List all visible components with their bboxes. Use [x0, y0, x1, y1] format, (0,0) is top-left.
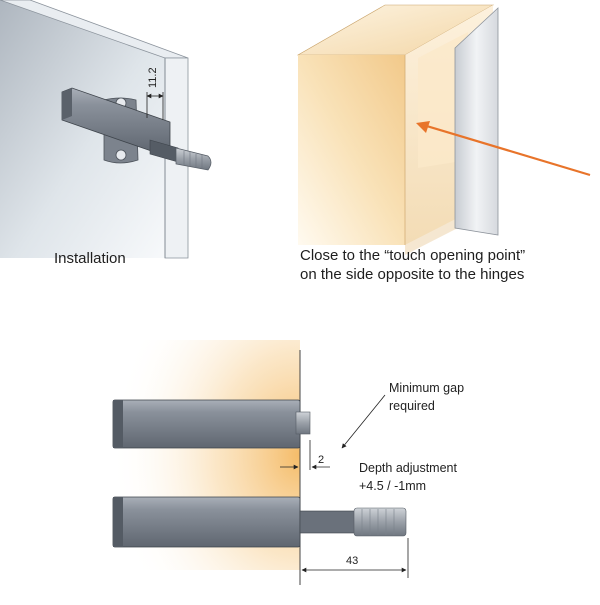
pointer-arrow — [419, 122, 591, 177]
push-latch-mechanism — [61, 87, 212, 171]
installation-illustration: 11.2 — [0, 0, 212, 259]
installation-caption: Installation — [54, 250, 126, 267]
hole-spacing-label: 11.2 — [147, 67, 159, 88]
min-gap-label-line1: Minimum gap — [389, 381, 464, 395]
latch-extended — [112, 496, 407, 548]
depth-adjustment-line2: +4.5 / -1mm — [359, 479, 426, 493]
placement-caption-line2: on the side opposite to the hinges — [300, 266, 525, 283]
min-gap-label-line2: required — [389, 399, 435, 413]
latch-retracted — [112, 399, 311, 449]
placement-caption-line1: Close to the “touch opening point” — [300, 247, 526, 264]
hole-spacing-dimension: 11.2 — [146, 67, 164, 120]
gap-dimension: 2 — [280, 454, 330, 470]
gap-label: 2 — [318, 454, 324, 466]
side-view-diagram: Minimum gap required 2 Depth adjustment … — [110, 340, 464, 585]
cabinet-front — [298, 55, 405, 245]
cabinet-illustration — [296, 4, 591, 255]
extended-plunger — [353, 507, 407, 537]
cabinet-door — [454, 7, 499, 236]
length-label: 43 — [346, 555, 358, 567]
depth-adjustment-line1: Depth adjustment — [359, 461, 458, 475]
length-dimension: 43 — [301, 538, 409, 578]
min-gap-callout: Minimum gap required — [309, 381, 464, 470]
glass-panel — [0, 0, 165, 258]
